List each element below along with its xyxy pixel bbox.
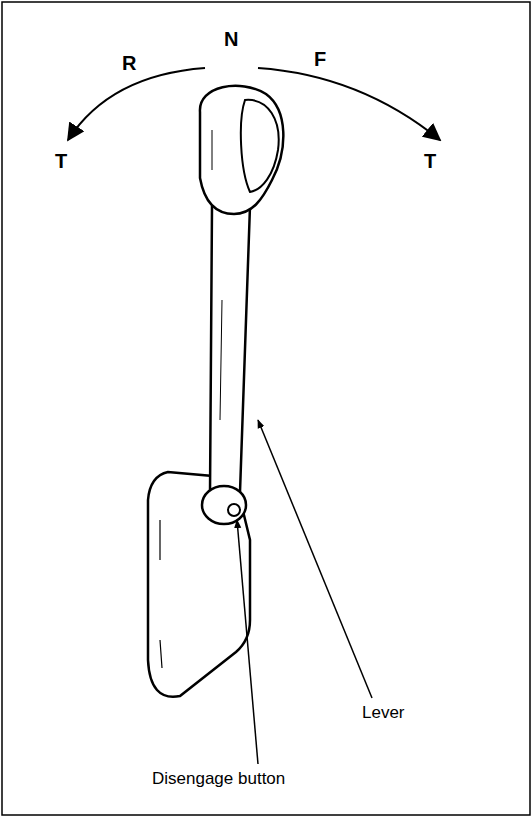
part-label: Disengage button (152, 770, 285, 789)
lever-shaft (210, 206, 250, 494)
knob-shading (212, 130, 213, 170)
position-letter: T (55, 150, 67, 172)
base-plate (148, 472, 250, 697)
shaft-shading (220, 300, 222, 420)
part-label: Lever (362, 704, 405, 723)
reverse-arc (68, 68, 205, 140)
forward-arc (258, 68, 440, 140)
leader-line (258, 420, 372, 698)
leader-line (237, 520, 258, 764)
position-letter: N (224, 28, 238, 50)
disengage-button (228, 504, 240, 516)
plate-shading (160, 520, 162, 668)
lever-hub (202, 486, 246, 524)
position-letter: F (314, 48, 326, 70)
lever-knob (200, 86, 283, 214)
position-letter: R (122, 52, 136, 74)
knob-face (241, 100, 279, 192)
position-letter: T (424, 150, 436, 172)
